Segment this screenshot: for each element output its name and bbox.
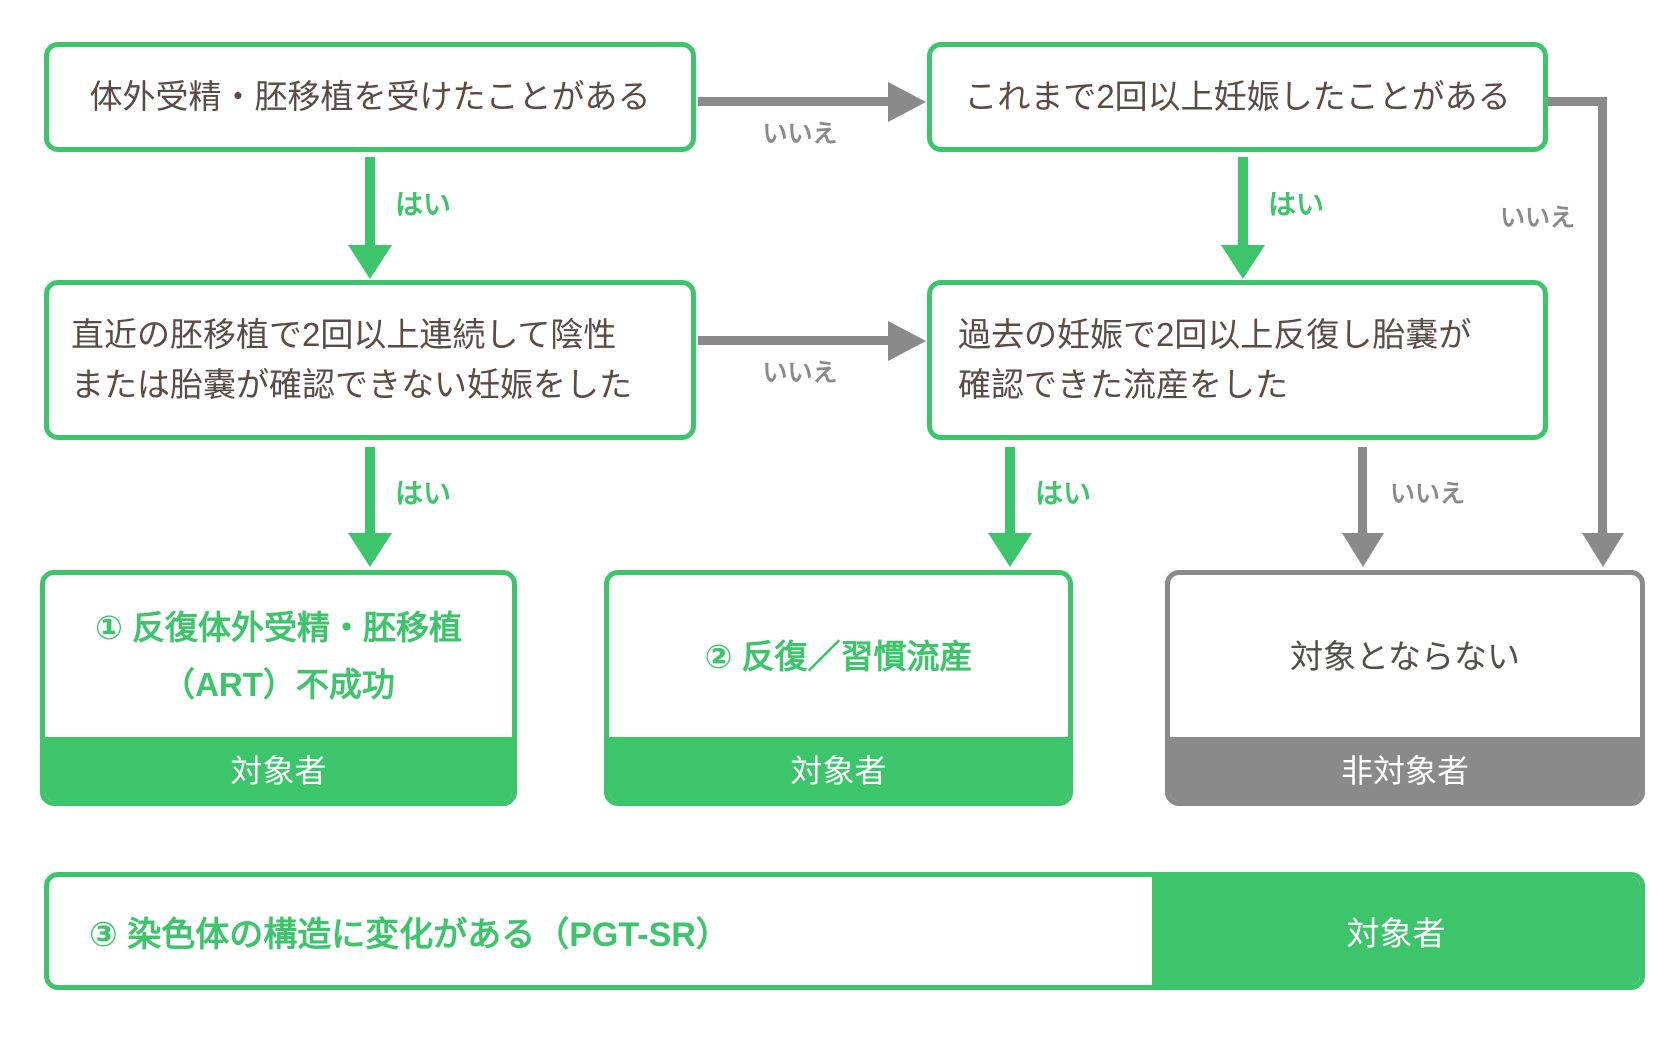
- arrow-q3-r1-shaft: [365, 447, 375, 535]
- arrow-q4-r3-head: [1342, 533, 1384, 567]
- arrow-q1-q2-shaft: [698, 97, 888, 106]
- arrow-q2-q4-shaft: [1238, 157, 1248, 247]
- edge-label-yes: はい: [1268, 189, 1325, 220]
- pgt-sr-title: ③ 染色体の構造に変化がある（PGT-SR）: [89, 915, 730, 954]
- pgt-sr-bar: ③ 染色体の構造に変化がある（PGT-SR） 対象者: [44, 872, 1645, 990]
- edge-label-yes: はい: [395, 478, 452, 509]
- result-not-eligible: 対象とならない 非対象者: [1165, 570, 1645, 806]
- arrow-q3-r1-head: [348, 533, 392, 567]
- question-text: これまで2回以上妊娠したことがある: [964, 78, 1511, 115]
- result-title: 対象とならない: [1170, 575, 1640, 737]
- arrow-q4-r2-shaft: [1005, 447, 1015, 535]
- question-text: 体外受精・胚移植を受けたことがある: [89, 78, 651, 115]
- result-title: ② 反復／習慣流産: [609, 575, 1068, 737]
- result-art-failure: ① 反復体外受精・胚移植 （ART）不成功 対象者: [40, 570, 517, 806]
- question-ivf-experience: 体外受精・胚移植を受けたことがある: [44, 42, 696, 152]
- question-two-pregnancies: これまで2回以上妊娠したことがある: [927, 42, 1548, 152]
- result-title-line2: （ART）不成功: [162, 666, 395, 703]
- arrow-q4-r3-shaft: [1358, 447, 1367, 535]
- eligible-badge: 対象者: [609, 737, 1068, 801]
- eligible-badge: 対象者: [1152, 877, 1640, 985]
- arrow-q4-r2-head: [988, 533, 1032, 567]
- result-title: ① 反復体外受精・胚移植 （ART）不成功: [45, 575, 512, 737]
- edge-label-yes: はい: [1035, 478, 1092, 509]
- edge-label-no: いいえ: [1390, 480, 1466, 508]
- arrow-q3-q4-head: [888, 321, 926, 361]
- result-title-line1: ① 反復体外受精・胚移植: [94, 609, 463, 646]
- question-text-line2: または胎嚢が確認できない妊娠をした: [71, 366, 632, 403]
- question-text-line2: 確認できた流産をした: [958, 366, 1288, 403]
- arrow-q2-r3-stub: [1548, 97, 1602, 106]
- arrow-q1-q3-head: [348, 245, 392, 279]
- arrow-q3-q4-shaft: [698, 336, 888, 345]
- edge-label-yes: はい: [395, 189, 452, 220]
- question-repeated-miscarriage: 過去の妊娠で2回以上反復し胎嚢が 確認できた流産をした: [927, 280, 1548, 440]
- arrow-q1-q2-head: [888, 82, 926, 122]
- not-eligible-badge: 非対象者: [1170, 737, 1640, 801]
- result-recurrent-miscarriage: ② 反復／習慣流産 対象者: [604, 570, 1073, 806]
- question-consecutive-negative-transfers: 直近の胚移植で2回以上連続して陰性 または胎嚢が確認できない妊娠をした: [44, 280, 696, 440]
- arrow-q1-q3-shaft: [365, 157, 375, 247]
- question-text-line1: 直近の胚移植で2回以上連続して陰性: [71, 316, 617, 353]
- question-text-line1: 過去の妊娠で2回以上反復し胎嚢が: [958, 316, 1472, 353]
- edge-label-no: いいえ: [762, 359, 838, 387]
- arrow-q2-r3-vertical: [1598, 97, 1607, 533]
- eligible-badge: 対象者: [45, 737, 512, 801]
- result-title-line1: ② 反復／習慣流産: [704, 637, 973, 675]
- edge-label-no: いいえ: [762, 120, 838, 148]
- result-title-line1: 対象とならない: [1289, 637, 1520, 675]
- arrow-q2-r3-head: [1582, 533, 1624, 567]
- edge-label-no: いいえ: [1499, 204, 1575, 232]
- arrow-q2-q4-head: [1221, 245, 1265, 279]
